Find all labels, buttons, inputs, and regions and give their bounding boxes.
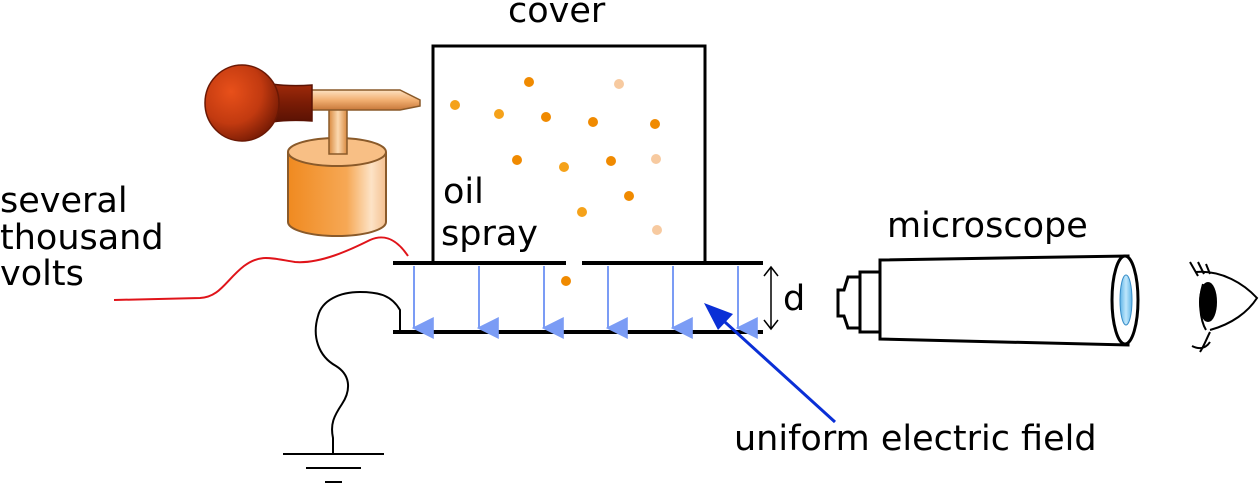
oil-droplet (541, 112, 551, 122)
microscope-icon (836, 254, 1140, 347)
oil-droplet (624, 191, 634, 201)
rubber-bulb-atomizer-icon (204, 64, 421, 237)
field-label: uniform electric field (734, 419, 1097, 459)
oil-droplet (652, 225, 662, 235)
rubber-bulb (204, 64, 280, 142)
field-arrows (411, 266, 758, 339)
voltage-label-line2: thousand (0, 218, 164, 258)
oil-droplet (588, 117, 598, 127)
ground-wire (314, 290, 401, 454)
oil-droplet (606, 156, 616, 166)
falling-oil-droplet (561, 276, 571, 286)
oil-label: oil (443, 172, 484, 212)
voltage-label-line1: several (0, 181, 128, 221)
bulb-neck (271, 83, 313, 123)
oil-droplet (512, 155, 522, 165)
spray-label: spray (441, 214, 538, 254)
ground-symbol-icon (283, 453, 384, 483)
oil-droplet (450, 100, 460, 110)
oil-droplet (651, 154, 661, 164)
microscope-label: microscope (887, 206, 1088, 246)
gap-label: d (783, 279, 805, 319)
oil-droplet (524, 77, 534, 87)
eye-icon (1189, 261, 1259, 353)
plate-gap-indicator (763, 265, 779, 331)
voltage-label-line3: volts (0, 254, 84, 294)
field-pointer-arrow (704, 303, 837, 424)
oil-droplet (494, 109, 504, 119)
atomizer-nozzle (299, 89, 421, 111)
high-voltage-wire (113, 236, 409, 301)
microscope-lens (1119, 274, 1133, 326)
cover-box (431, 44, 707, 262)
oil-droplets (450, 77, 662, 286)
cover-label: cover (508, 0, 606, 31)
oil-droplet (577, 207, 587, 217)
oil-droplet (650, 119, 660, 129)
oil-droplet (559, 162, 569, 172)
oil-droplet (614, 79, 624, 89)
atomizer-stem (328, 107, 348, 155)
